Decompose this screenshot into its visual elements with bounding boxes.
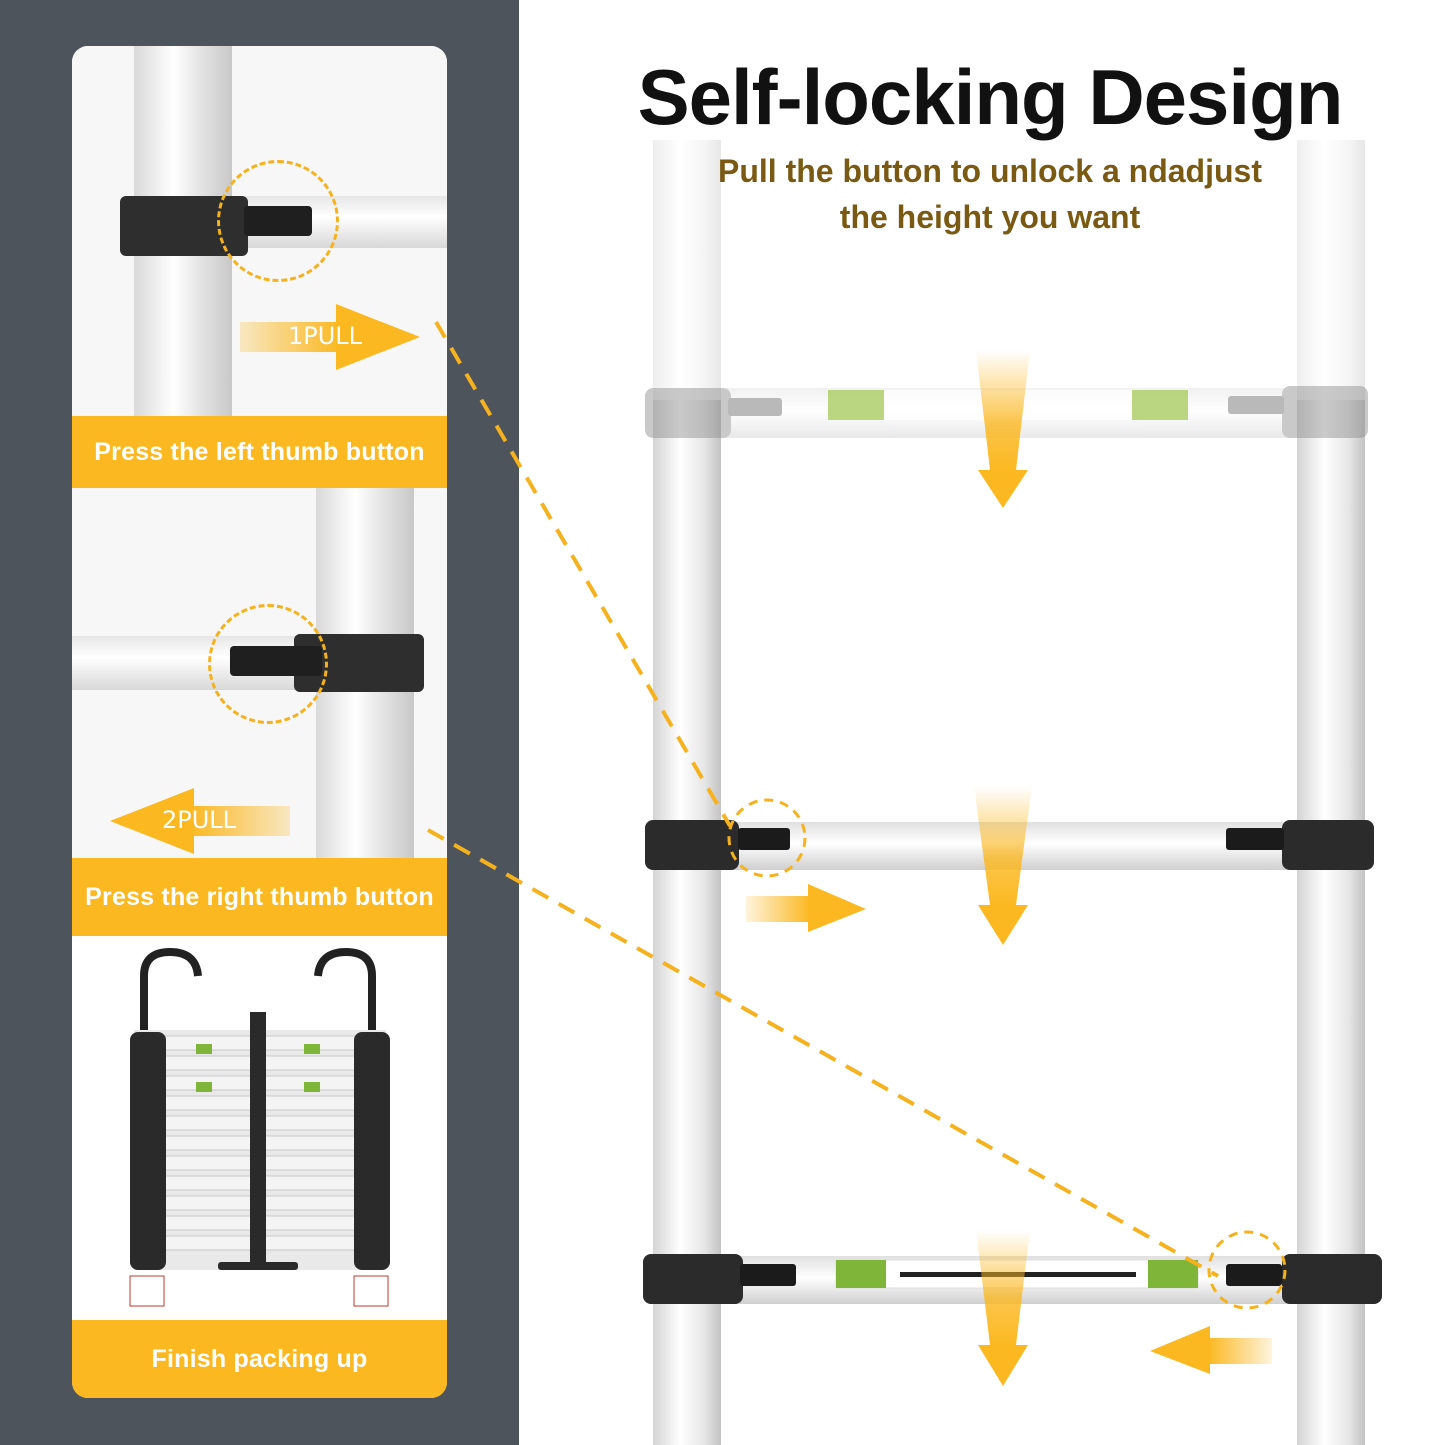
arrow-left-icon	[1150, 1326, 1272, 1374]
arrow-down-icon	[976, 1230, 1030, 1386]
dashed-circle-icon	[217, 160, 339, 282]
packed-ladder	[129, 947, 390, 1307]
pull-label: 1PULL	[288, 322, 363, 350]
step-2-image: 2PULL	[72, 488, 447, 858]
step-1-caption: Press the left thumb button	[72, 416, 447, 488]
arrow-right-icon	[240, 304, 420, 370]
steps-card: 1PULL Press the left thumb button 2PULL …	[72, 46, 447, 1398]
step-3-image	[72, 936, 447, 1320]
arrow-right-icon	[746, 884, 866, 932]
arrow-left-icon	[110, 788, 290, 854]
pull-label: 2PULL	[162, 806, 237, 834]
step-1-image: 1PULL	[72, 46, 447, 416]
step-3-caption: Finish packing up	[72, 1320, 447, 1398]
page-subtitle: Pull the button to unlock a ndadjust the…	[718, 153, 1262, 235]
page-title: Self-locking Design	[637, 53, 1344, 141]
arrow-down-icon	[976, 350, 1030, 508]
step-2-caption: Press the right thumb button	[72, 858, 447, 936]
dashed-circle-icon	[208, 604, 328, 724]
